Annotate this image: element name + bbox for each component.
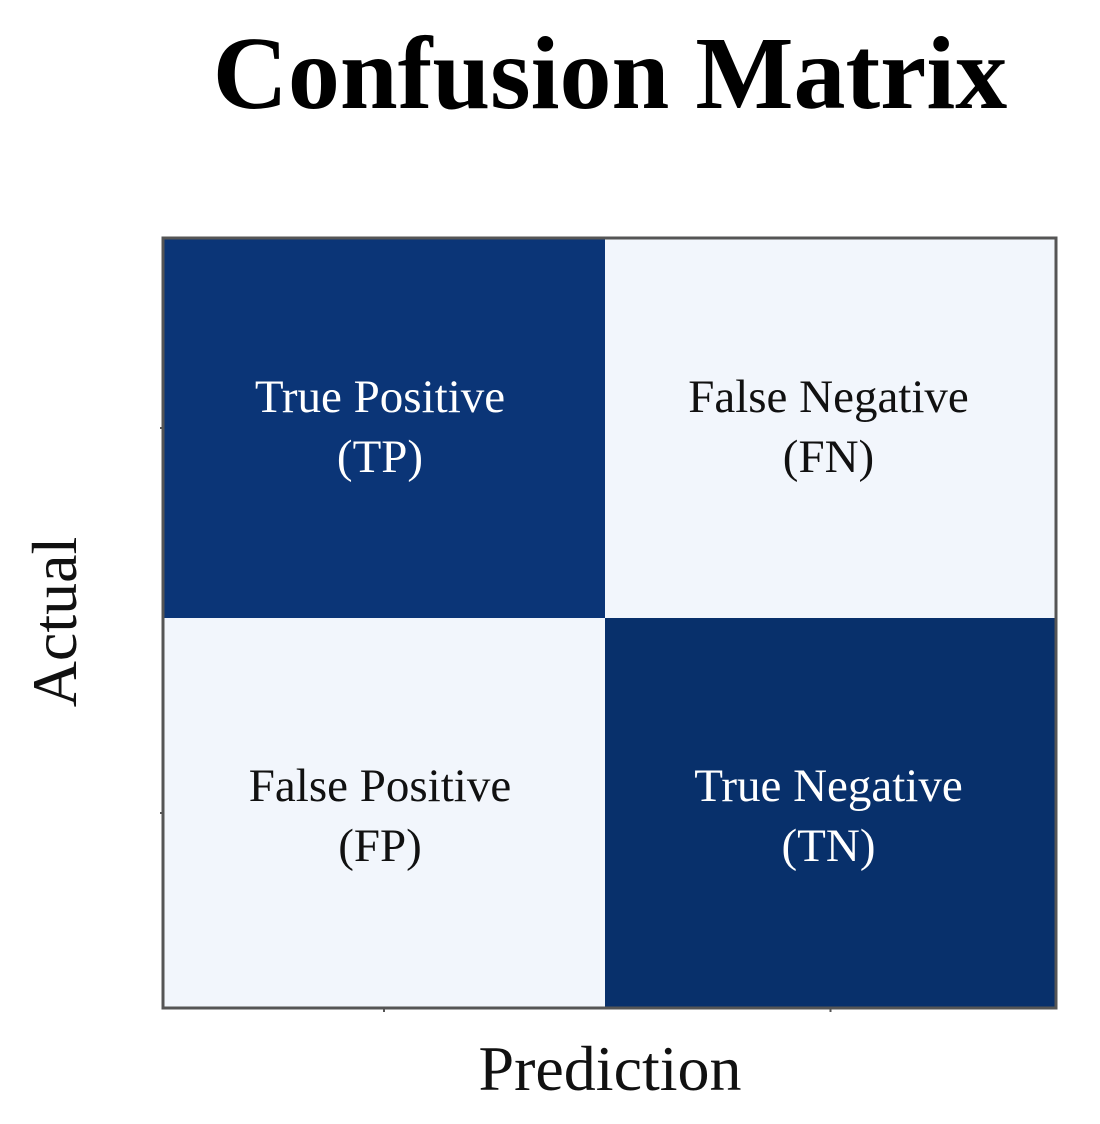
- y-axis-label: Actual: [19, 537, 90, 708]
- matrix-cells: True Positive (TP) False Negative (FN) False…: [163, 238, 1056, 1008]
- matrix-frame: [161, 236, 1058, 1010]
- matrix-cell: [605, 618, 1056, 1008]
- cell-label-line1: True Positive: [255, 371, 505, 423]
- cell-label-line2: (TN): [782, 820, 876, 872]
- cell-label-line2: (FP): [338, 820, 422, 872]
- cell-label-line2: (TP): [337, 431, 423, 483]
- cell-label-line1: False Negative: [688, 371, 969, 423]
- matrix-cell: [605, 238, 1056, 618]
- matrix-cell: [163, 238, 605, 618]
- cell-label-line1: True Negative: [694, 760, 962, 812]
- matrix-cell: [163, 618, 605, 1008]
- chart-title: Confusion Matrix: [213, 16, 1007, 131]
- x-axis-label: Prediction: [478, 1033, 741, 1104]
- axis-ticks: [160, 427, 832, 1012]
- cell-label-line1: False Positive: [249, 760, 511, 812]
- cell-label-line2: (FN): [783, 431, 874, 483]
